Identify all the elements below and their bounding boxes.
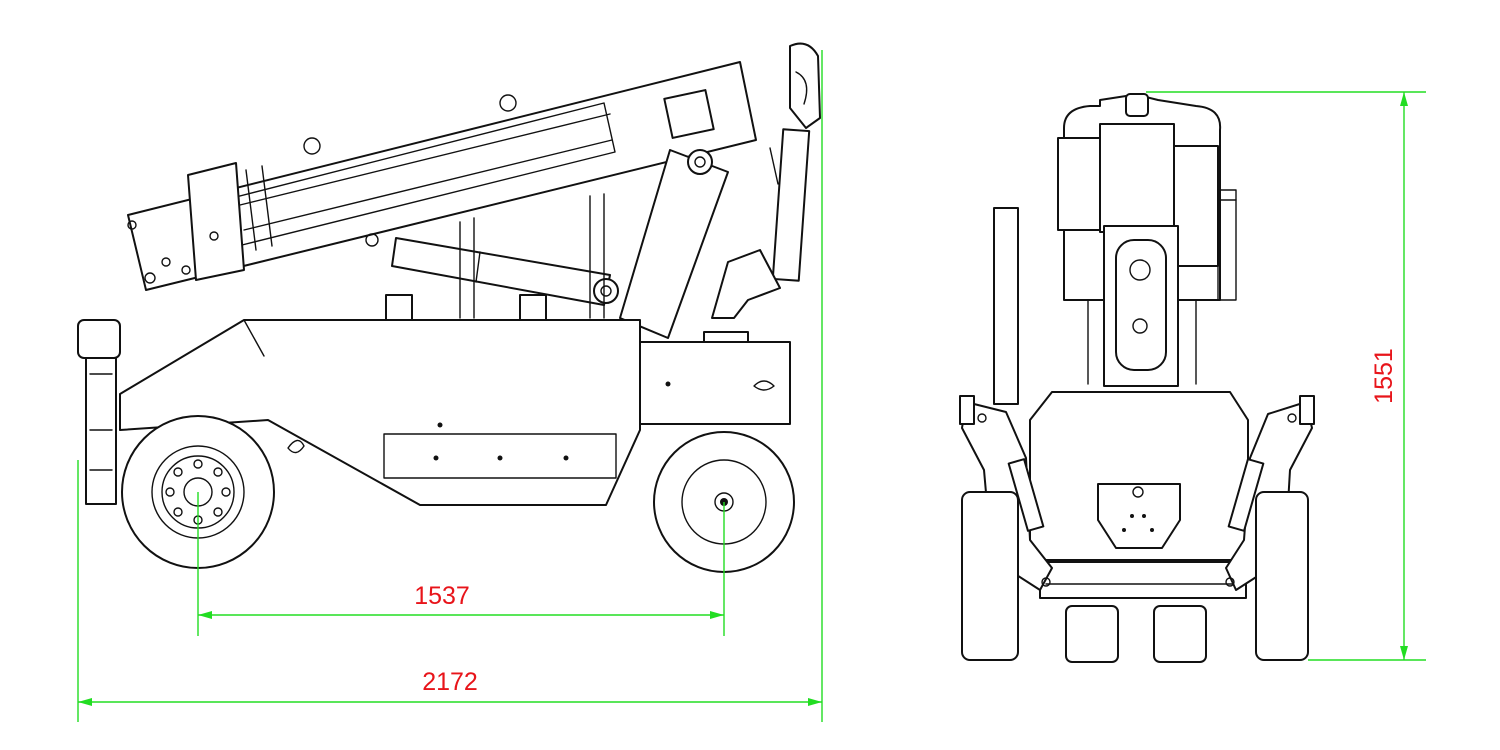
front-left-post: [993, 207, 1019, 405]
front-column: [1057, 93, 1237, 387]
dimension-lines: [77, 50, 1426, 722]
overall-height-label: 1551: [1370, 348, 1398, 404]
wheelbase-dimension: [197, 492, 725, 636]
side-hook-arm: [711, 42, 821, 319]
side-chassis: [119, 294, 791, 506]
overall-length-label: 2172: [422, 668, 478, 696]
wheelbase-label: 1537: [414, 582, 470, 610]
side-boom: [127, 61, 757, 291]
side-lift-cylinder: [391, 237, 619, 306]
overall-length-dimension: [77, 50, 823, 722]
front-view: [959, 93, 1315, 663]
side-view: [77, 42, 821, 573]
front-wheels: [961, 491, 1309, 663]
side-mast: [459, 149, 729, 339]
front-body: [1029, 391, 1249, 599]
side-front-outrigger: [77, 319, 121, 505]
overall-height-dimension: [1146, 91, 1426, 661]
